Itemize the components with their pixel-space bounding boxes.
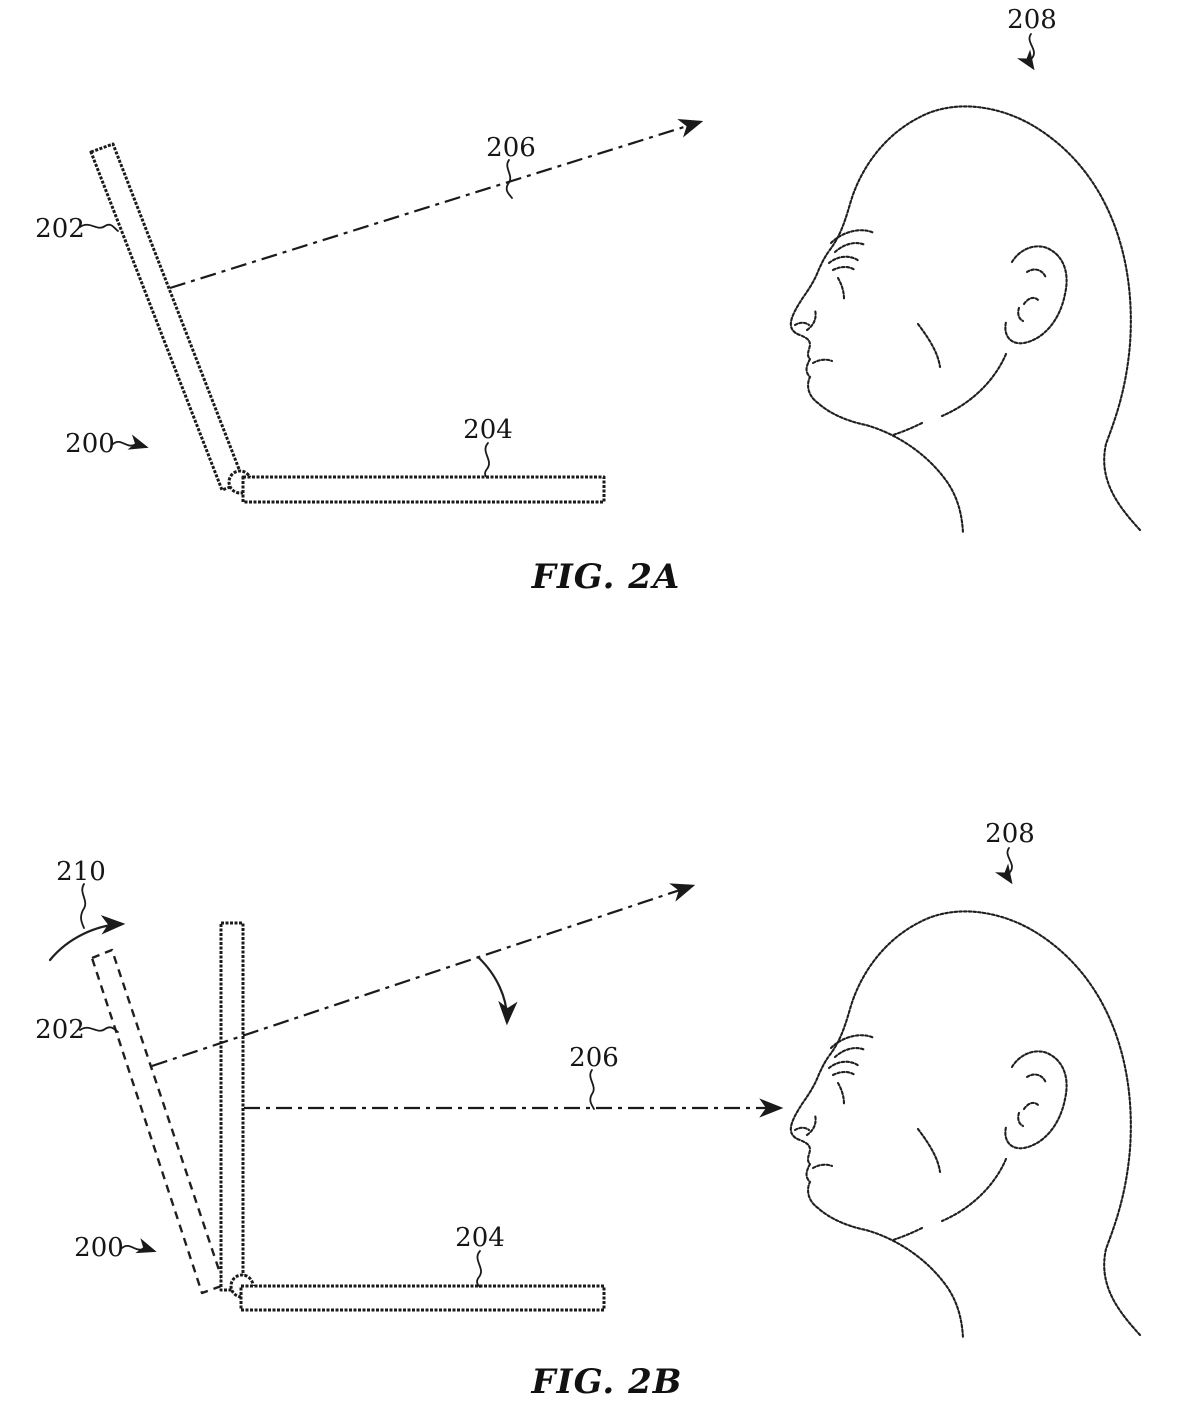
fig2b-ref-206-leader (589, 1069, 595, 1110)
fig2b-ref-210-leader (80, 883, 87, 929)
fig2a-sightline-arrow (169, 118, 704, 290)
fig2b-lid-rotation-arrow (48, 915, 126, 962)
fig2a-ref-200: 200 (65, 429, 115, 459)
fig2b-display-panel-phantom (90, 948, 226, 1295)
fig2b-ref-200: 200 (74, 1233, 124, 1263)
fig2a-ref-204-leader (484, 442, 490, 479)
fig2a-ref-202-leader (79, 223, 119, 232)
fig2b-ref-202-leader (79, 1026, 119, 1033)
fig2b-caption: FIG. 2B (531, 1362, 683, 1402)
fig2a-caption: FIG. 2A (531, 557, 681, 597)
fig2a-user-head (789, 105, 1142, 535)
fig2a-ref-208-leader (1016, 33, 1035, 71)
fig2a-ref-202: 202 (35, 214, 85, 244)
fig2a-base-panel (241, 475, 606, 504)
fig2b-ref-208-leader (994, 847, 1013, 885)
fig2a-ref-204: 204 (463, 415, 513, 445)
fig2a-ref-208: 208 (1007, 5, 1057, 35)
fig2b-display-panel (219, 921, 245, 1292)
fig2a-ref-200-leader (112, 434, 149, 450)
fig2b-ref-206: 206 (569, 1043, 619, 1073)
fig2b-ref-204-leader (476, 1250, 482, 1288)
fig2a-display-panel (89, 142, 246, 492)
fig2b-ref-204: 204 (455, 1223, 505, 1253)
fig2a-ref-206-leader (505, 159, 513, 199)
fig2b-ref-208: 208 (985, 819, 1035, 849)
fig2a-ref-206: 206 (486, 133, 536, 163)
fig2b-base-panel (239, 1284, 606, 1312)
fig-2b: 210 202 200 204 206 208 FIG. 2B (35, 819, 1142, 1402)
fig2b-sightline-rotation-arrow (476, 955, 518, 1026)
fig2b-user-head (789, 910, 1142, 1340)
fig2b-ref-210: 210 (56, 857, 106, 887)
fig2b-ref-200-leader (121, 1238, 157, 1254)
fig-2a: 202 200 204 206 208 FIG. 2A (35, 5, 1142, 597)
fig2b-ref-202: 202 (35, 1015, 85, 1045)
